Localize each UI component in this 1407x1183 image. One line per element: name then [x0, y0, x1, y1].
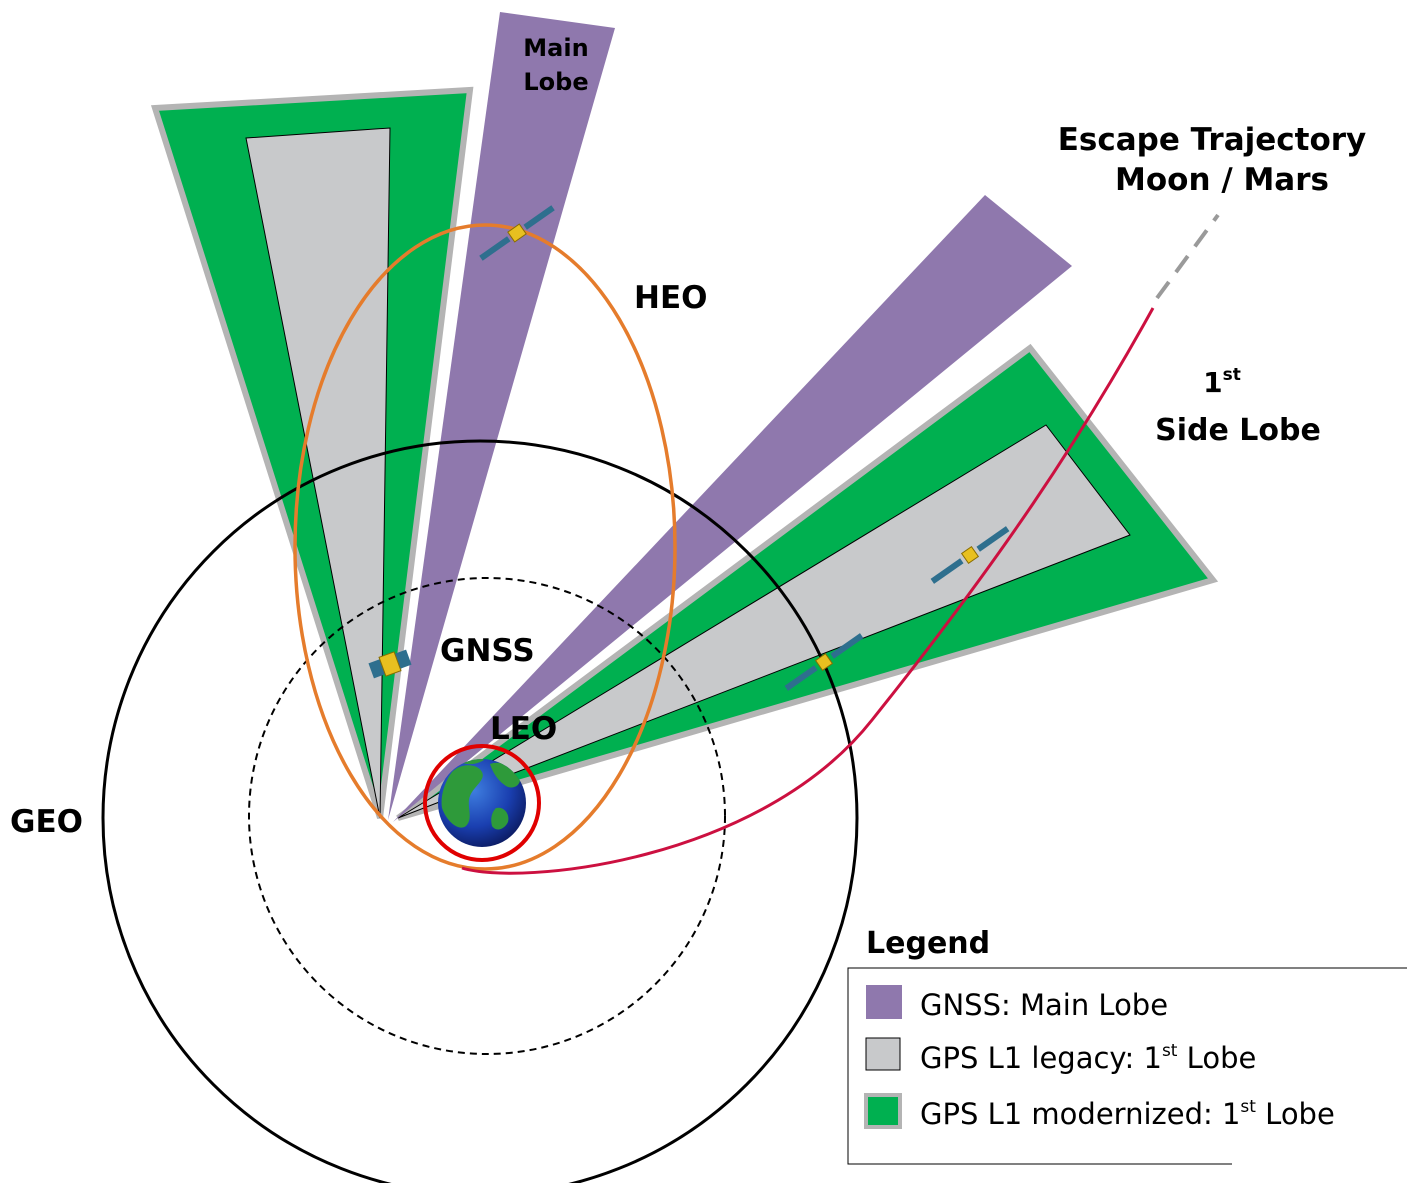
geo-orbit [101, 439, 859, 1183]
escape-trajectory-label-line1: Escape Trajectory [1058, 122, 1367, 158]
main-lobe-diagonal [393, 195, 1072, 822]
heo-orbit [293, 223, 677, 871]
main-lobe-label-line1: Main [523, 34, 588, 62]
satellite-icon-heo [479, 205, 555, 261]
satellite-icon-side-lobe-1 [784, 633, 864, 691]
legend-border [847, 967, 1407, 1165]
legend-swatch-legacy [865, 1037, 901, 1071]
legend-swatch-modern [864, 1093, 902, 1129]
geo-label: GEO [10, 804, 83, 840]
legend: Legend GNSS: Main Lobe GPS L1 legacy: 1s… [847, 926, 1407, 1165]
legend-item-legacy: GPS L1 legacy: 1st Lobe [920, 1041, 1256, 1075]
gnss-orbit [248, 577, 726, 1055]
escape-trajectory-label-line2: Moon / Mars [1115, 162, 1329, 198]
leo-orbit [423, 744, 541, 862]
side-lobe-label-line2: Side Lobe [1155, 413, 1321, 448]
legend-swatch-main [866, 985, 902, 1019]
satellite-icon-side-lobe-2 [930, 526, 1010, 584]
main-lobe-label-line2: Lobe [523, 68, 588, 96]
leo-label: LEO [490, 711, 557, 747]
legend-item-modern: GPS L1 modernized: 1st Lobe [920, 1097, 1335, 1131]
legend-title: Legend [866, 926, 990, 961]
side-lobe-label-line1: 1st [1203, 365, 1241, 399]
legend-item-main: GNSS: Main Lobe [920, 988, 1168, 1022]
heo-label: HEO [634, 280, 707, 316]
left-legacy-lobe [245, 127, 391, 819]
right-legacy-lobe [397, 424, 1131, 819]
gnss-label: GNSS [440, 633, 535, 669]
escape-trajectory [461, 307, 1155, 875]
main-lobe-vertical [388, 12, 615, 820]
gnss-satellite-icon [368, 649, 412, 679]
escape-trajectory-dashed [1155, 213, 1220, 300]
